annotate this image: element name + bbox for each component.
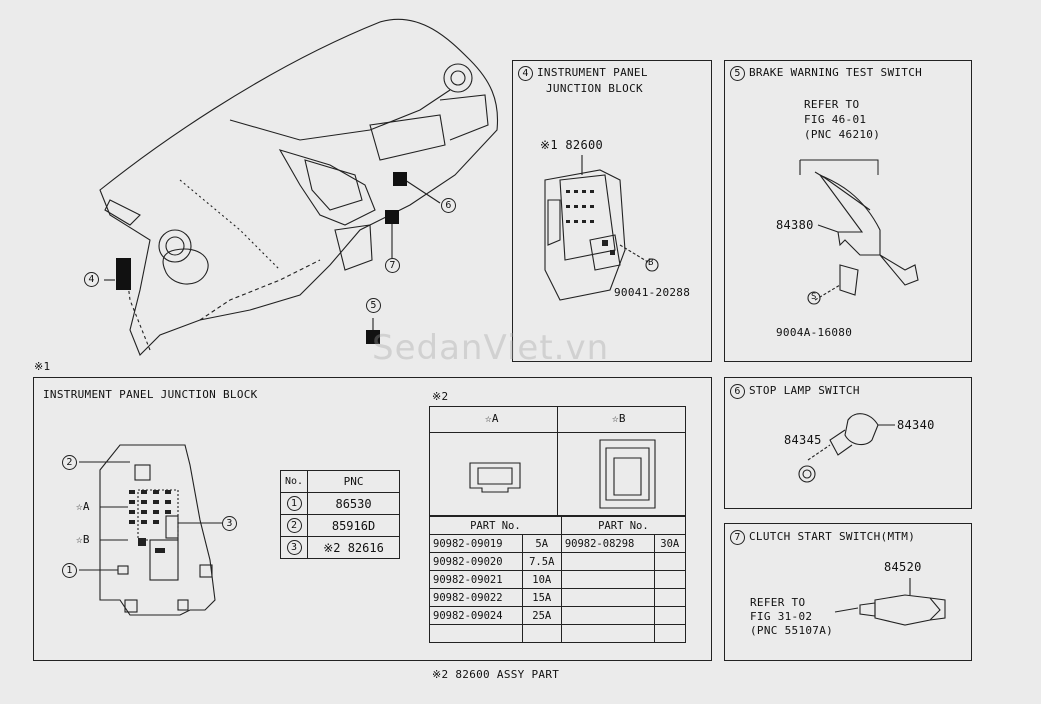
table-row: 90982-09024 25A — [429, 606, 687, 625]
pnc-row-value: 85916D — [307, 514, 400, 537]
pnc-table: No. PNC 1 86530 2 85916D 3 ※2 82616 — [279, 470, 400, 559]
clutch-part-number: 84520 — [884, 560, 922, 574]
note1-mark: ※1 — [34, 360, 51, 373]
table-row: 90982-09020 7.5A — [429, 552, 687, 571]
pnc-row-value: ※2 82616 — [307, 536, 400, 559]
fuse-a-part: 90982-09021 — [429, 570, 523, 589]
table-row: 3 ※2 82616 — [279, 536, 400, 559]
fuse-a-amp: 10A — [521, 570, 562, 589]
table-row: 90982-09022 15A — [429, 588, 687, 607]
fuse-image-divider — [557, 406, 558, 516]
fuse-col-b-header: ☆B — [612, 412, 626, 425]
overview-callout-4: 4 — [84, 272, 103, 287]
fuse-a-amp: 25A — [521, 606, 562, 625]
fuse-a-part: 90982-09022 — [429, 588, 523, 607]
fuse-a-part-header: PART No. — [429, 516, 562, 535]
brake-screw-mark: S — [811, 292, 817, 302]
note1-panel — [33, 377, 712, 661]
jb-callout-1: 1 — [62, 563, 81, 578]
table-row: PART No. PART No. — [429, 516, 687, 535]
clutch-panel — [724, 523, 972, 661]
brake-refer-1: REFER TO — [804, 98, 860, 111]
stop-part-b: 84340 — [897, 418, 935, 432]
note2-mark: ※2 — [432, 390, 449, 403]
jb-callout-star-b: ☆B — [76, 533, 90, 546]
fuse-a-part: 90982-09019 — [429, 534, 523, 553]
fuse-a-amp: 5A — [521, 534, 562, 553]
pnc-row-value: 86530 — [307, 492, 400, 515]
brake-number: 5 — [730, 66, 745, 81]
brake-refer-3: (PNC 46210) — [804, 128, 881, 141]
stop-part-a: 84345 — [784, 433, 822, 447]
overview-callout-7: 7 — [385, 258, 404, 273]
fuse-header-rule — [429, 432, 686, 433]
brake-part-number: 84380 — [776, 218, 814, 232]
table-row — [429, 624, 687, 643]
pnc-header-no: No. — [279, 470, 309, 493]
table-row: 90982-09021 10A — [429, 570, 687, 589]
pnc-row-no: 1 — [286, 496, 302, 511]
overview-callout-5: 5 — [366, 298, 385, 313]
jb-callout-2: 2 — [62, 455, 81, 470]
fuse-a-part: 90982-09024 — [429, 606, 523, 625]
fuse-b-part-header: PART No. — [560, 516, 687, 535]
pnc-row-no: 3 — [286, 540, 302, 555]
pnc-table-header: No. PNC — [279, 470, 400, 493]
fuse-b-part: 90982-08298 — [560, 534, 655, 553]
clutch-number: 7 — [730, 530, 745, 545]
note1-title: INSTRUMENT PANEL JUNCTION BLOCK — [43, 388, 258, 401]
fuse-parts-table: PART No. PART No. 90982-09019 5A 90982-0… — [429, 516, 687, 643]
stop-number: 6 — [730, 384, 745, 399]
table-row: 2 85916D — [279, 514, 400, 537]
brake-refer-2: FIG 46-01 — [804, 113, 867, 126]
brake-screw-part: 9004A-16080 — [776, 326, 853, 339]
fuse-col-a-header: ☆A — [485, 412, 499, 425]
fuse-b-amp: 30A — [653, 534, 687, 553]
brake-panel — [724, 60, 972, 362]
jb-callout-star-a: ☆A — [76, 500, 90, 513]
overview-callout-6: 6 — [441, 198, 460, 213]
watermark: SedanViet.vn — [372, 328, 610, 368]
jb-callout-3: 3 — [222, 516, 241, 531]
clutch-refer-2: FIG 31-02 — [750, 610, 813, 623]
table-row: 90982-09019 5A 90982-08298 30A — [429, 534, 687, 553]
clutch-refer-3: (PNC 55107A) — [750, 624, 834, 637]
fuse-a-amp: 15A — [521, 588, 562, 607]
ipjb-title-line2: JUNCTION BLOCK — [546, 82, 643, 95]
table-row: 1 86530 — [279, 492, 400, 515]
fuse-a-part: 90982-09020 — [429, 552, 523, 571]
clutch-refer-1: REFER TO — [750, 596, 806, 609]
pnc-row-no: 2 — [286, 518, 302, 533]
ipjb-bolt-mark: B — [648, 258, 654, 268]
note2-footer: ※2 82600 ASSY PART — [432, 668, 560, 681]
stop-panel — [724, 377, 972, 509]
ipjb-bolt-part: 90041-20288 — [614, 286, 691, 299]
ipjb-number: 4 — [518, 66, 533, 81]
pnc-header-pnc: PNC — [307, 470, 400, 493]
ipjb-panel — [512, 60, 712, 362]
ipjb-part-number: ※1 82600 — [540, 138, 604, 152]
fuse-a-amp: 7.5A — [521, 552, 562, 571]
